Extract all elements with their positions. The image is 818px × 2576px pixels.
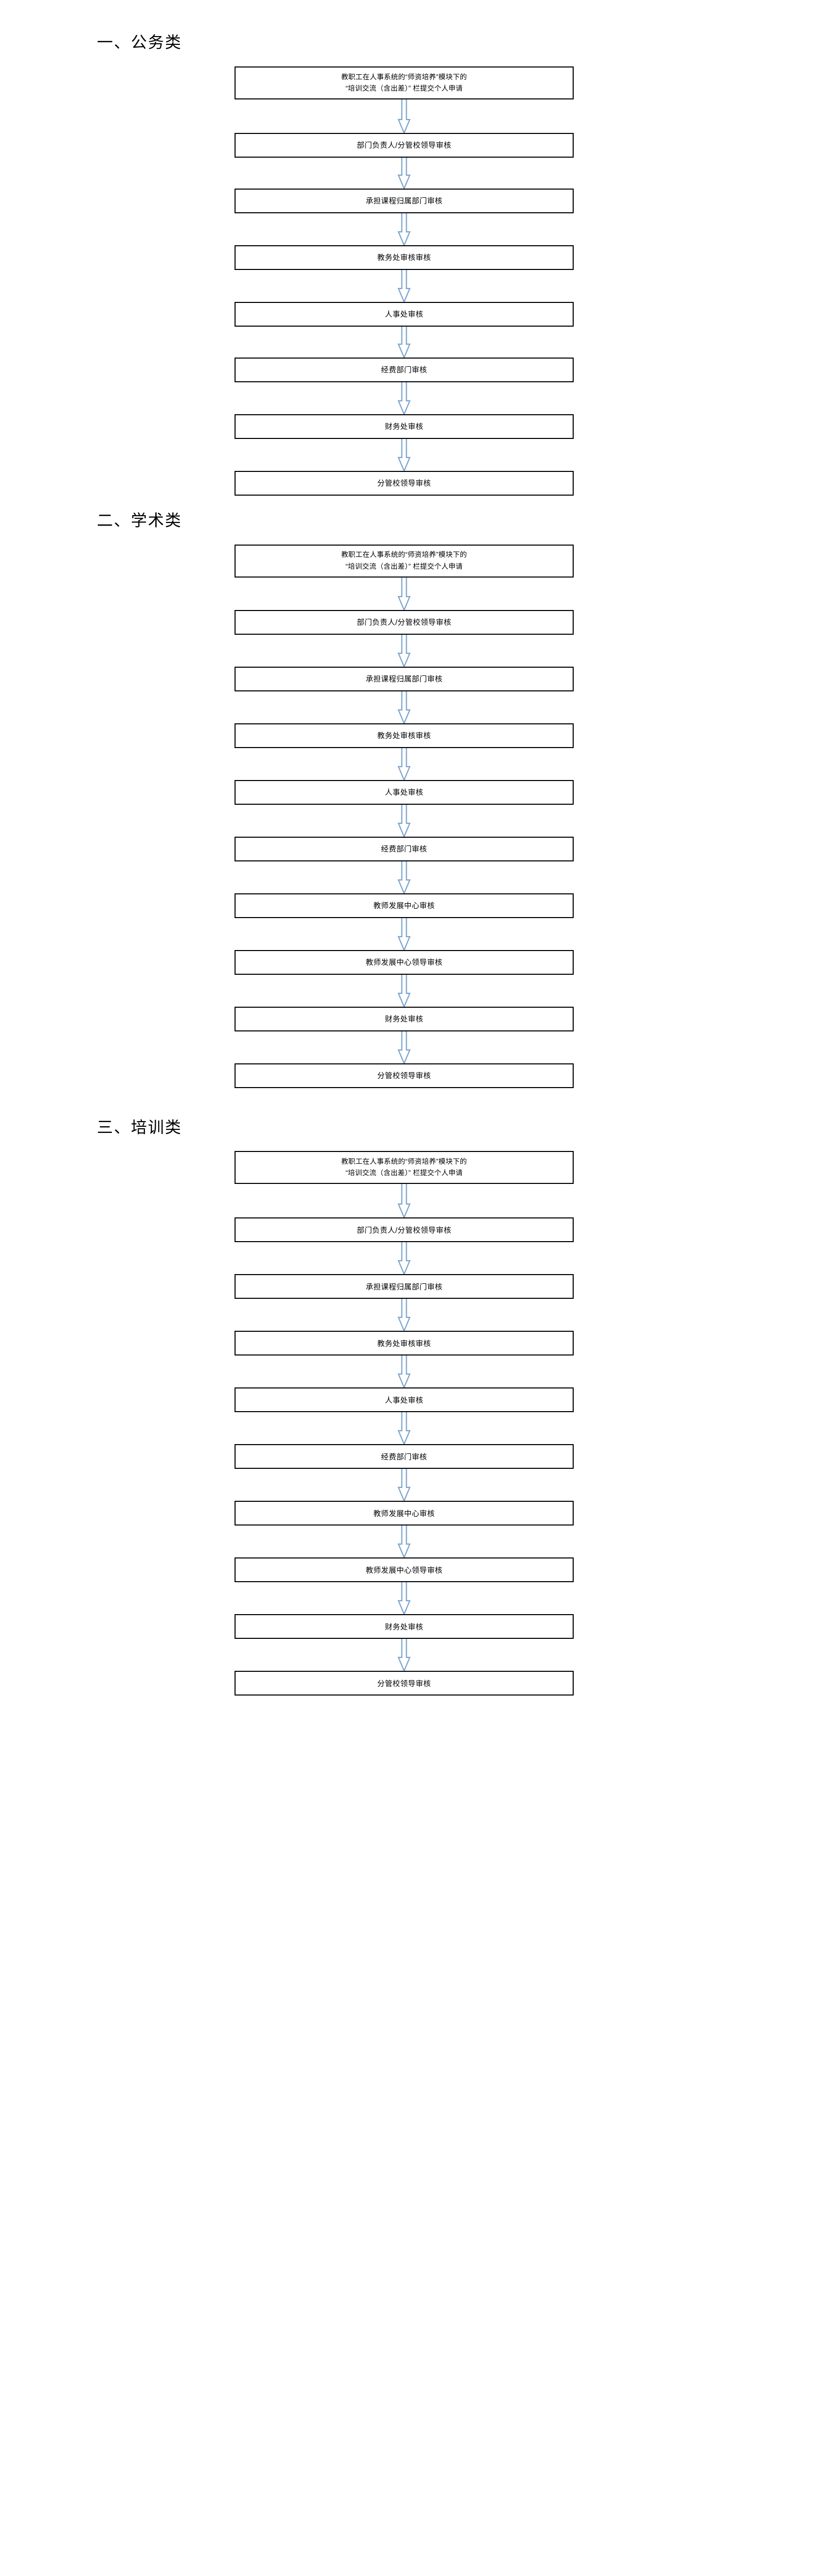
process-box: 经费部门审核 — [235, 836, 574, 861]
flow-arrow-down-icon — [235, 269, 574, 302]
process-box-start: 教职工在人事系统的“师资培养”模块下的 “培训交流（含出差）” 栏提交个人申请 — [235, 66, 574, 99]
process-box: 教师发展中心审核 — [235, 893, 574, 918]
process-box: 财务处审核 — [235, 1006, 574, 1031]
flow-arrow-down-icon — [235, 1184, 574, 1218]
process-box-label: 承担课程归属部门审核 — [365, 675, 443, 684]
flow-arrow-down-icon — [235, 1031, 574, 1063]
flow-arrow-down-icon — [235, 691, 574, 723]
process-box-text-line: “培训交流（含出差）” 栏提交个人申请 — [345, 84, 463, 92]
process-box-text-line: 教职工在人事系统的“师资培养”模块下的 — [341, 73, 467, 81]
flow-arrow-down-icon — [235, 634, 574, 667]
process-box: 承担课程归属部门审核 — [235, 666, 574, 691]
process-box-text-line: “培训交流（含出差）” 栏提交个人申请 — [345, 562, 463, 570]
process-box-label: 人事处审核 — [385, 789, 424, 797]
section-official-business: 一、公务类教职工在人事系统的“师资培养”模块下的 “培训交流（含出差）” 栏提交个… — [0, 33, 818, 511]
section-heading: 二、学术类 — [97, 511, 182, 530]
process-box: 财务处审核 — [235, 414, 574, 439]
process-box-label: 人事处审核 — [385, 1396, 424, 1405]
section-spacer — [0, 496, 818, 511]
flow-arrow-down-icon — [235, 1412, 574, 1445]
process-box-label: 财务处审核 — [385, 423, 424, 432]
flow-arrow-down-icon — [235, 1299, 574, 1331]
flow-arrow-down-icon — [235, 1639, 574, 1671]
process-box-label: 分管校领导审核 — [377, 1072, 431, 1080]
process-box-label: 分管校领导审核 — [377, 1680, 431, 1688]
process-box: 经费部门审核 — [235, 357, 574, 382]
process-box-label: 承担课程归属部门审核 — [365, 1283, 443, 1292]
flow-arrow-down-icon — [235, 1526, 574, 1558]
process-box: 教务处审核审核 — [235, 723, 574, 748]
process-box-label: 财务处审核 — [385, 1015, 424, 1024]
process-box: 人事处审核 — [235, 301, 574, 327]
flow-arrow-down-icon — [235, 918, 574, 950]
process-box: 分管校领导审核 — [235, 1671, 574, 1696]
flow-arrow-down-icon — [235, 861, 574, 893]
flow-arrow-down-icon — [235, 1242, 574, 1275]
process-box-label: 部门负责人/分管校领导审核 — [357, 619, 452, 627]
process-box: 经费部门审核 — [235, 1444, 574, 1469]
process-box: 承担课程归属部门审核 — [235, 1274, 574, 1299]
flow-arrow-down-icon — [235, 804, 574, 837]
flow-arrow-down-icon — [235, 438, 574, 471]
section-spacer — [0, 1088, 818, 1118]
flow-column: 教职工在人事系统的“师资培养”模块下的 “培训交流（含出差）” 栏提交个人申请部门… — [235, 544, 574, 1088]
process-box: 承担课程归属部门审核 — [235, 188, 574, 213]
process-box-label: 教务处审核审核 — [377, 732, 431, 740]
process-box: 教师发展中心领导审核 — [235, 1557, 574, 1583]
process-box: 分管校领导审核 — [235, 1063, 574, 1088]
process-box-label: 人事处审核 — [385, 311, 424, 319]
process-box: 教务处审核审核 — [235, 245, 574, 270]
process-box-label: 经费部门审核 — [381, 845, 427, 854]
process-box-label: 教务处审核审核 — [377, 254, 431, 263]
process-box-label: 教师发展中心审核 — [373, 1510, 435, 1518]
flow-arrow-down-icon — [235, 1355, 574, 1388]
process-box: 教务处审核审核 — [235, 1331, 574, 1356]
process-box-label: 经费部门审核 — [381, 366, 427, 375]
flow-arrow-down-icon — [235, 577, 574, 610]
section-heading: 一、公务类 — [97, 33, 182, 52]
process-box-label: 财务处审核 — [385, 1623, 424, 1632]
flow-arrow-down-icon — [235, 974, 574, 1007]
process-box-label: 部门负责人/分管校领导审核 — [357, 142, 452, 150]
process-box: 人事处审核 — [235, 1387, 574, 1413]
process-box: 分管校领导审核 — [235, 470, 574, 496]
flow-arrow-down-icon — [235, 326, 574, 358]
process-box-label: 承担课程归属部门审核 — [365, 197, 443, 206]
process-box-label: 教师发展中心领导审核 — [365, 959, 443, 967]
section-spacer — [0, 1696, 818, 1730]
process-box: 财务处审核 — [235, 1614, 574, 1639]
process-box-text-line: “培训交流（含出差）” 栏提交个人申请 — [345, 1169, 463, 1177]
process-box-label: 教师发展中心领导审核 — [365, 1566, 443, 1575]
process-box-label: 教务处审核审核 — [377, 1340, 431, 1348]
process-box: 部门负责人/分管校领导审核 — [235, 609, 574, 635]
flow-arrow-down-icon — [235, 99, 574, 133]
flow-arrow-down-icon — [235, 382, 574, 414]
flow-column: 教职工在人事系统的“师资培养”模块下的 “培训交流（含出差）” 栏提交个人申请部门… — [235, 66, 574, 496]
flow-column: 教职工在人事系统的“师资培养”模块下的 “培训交流（含出差）” 栏提交个人申请部门… — [235, 1151, 574, 1696]
process-box-label: 教师发展中心审核 — [373, 902, 435, 910]
process-box-start: 教职工在人事系统的“师资培养”模块下的 “培训交流（含出差）” 栏提交个人申请 — [235, 1151, 574, 1184]
flow-arrow-down-icon — [235, 1469, 574, 1501]
flow-arrow-down-icon — [235, 213, 574, 245]
flow-arrow-down-icon — [235, 748, 574, 780]
process-box-start: 教职工在人事系统的“师资培养”模块下的 “培训交流（含出差）” 栏提交个人申请 — [235, 544, 574, 578]
process-box: 部门负责人/分管校领导审核 — [235, 1217, 574, 1243]
process-box-text-line: 教职工在人事系统的“师资培养”模块下的 — [341, 1158, 467, 1166]
process-box: 教师发展中心领导审核 — [235, 950, 574, 975]
process-box: 人事处审核 — [235, 779, 574, 805]
flow-arrow-down-icon — [235, 157, 574, 189]
process-box-text-line: 教职工在人事系统的“师资培养”模块下的 — [341, 551, 467, 559]
section-training: 三、培训类教职工在人事系统的“师资培养”模块下的 “培训交流（含出差）” 栏提交个… — [0, 1118, 818, 1730]
process-box: 教师发展中心审核 — [235, 1501, 574, 1526]
process-box-label: 部门负责人/分管校领导审核 — [357, 1226, 452, 1235]
section-academic: 二、学术类教职工在人事系统的“师资培养”模块下的 “培训交流（含出差）” 栏提交个… — [0, 511, 818, 1118]
process-box: 部门负责人/分管校领导审核 — [235, 132, 574, 158]
section-heading: 三、培训类 — [97, 1118, 182, 1137]
process-box-label: 经费部门审核 — [381, 1453, 427, 1462]
process-box-label: 分管校领导审核 — [377, 480, 431, 488]
flow-arrow-down-icon — [235, 1582, 574, 1615]
